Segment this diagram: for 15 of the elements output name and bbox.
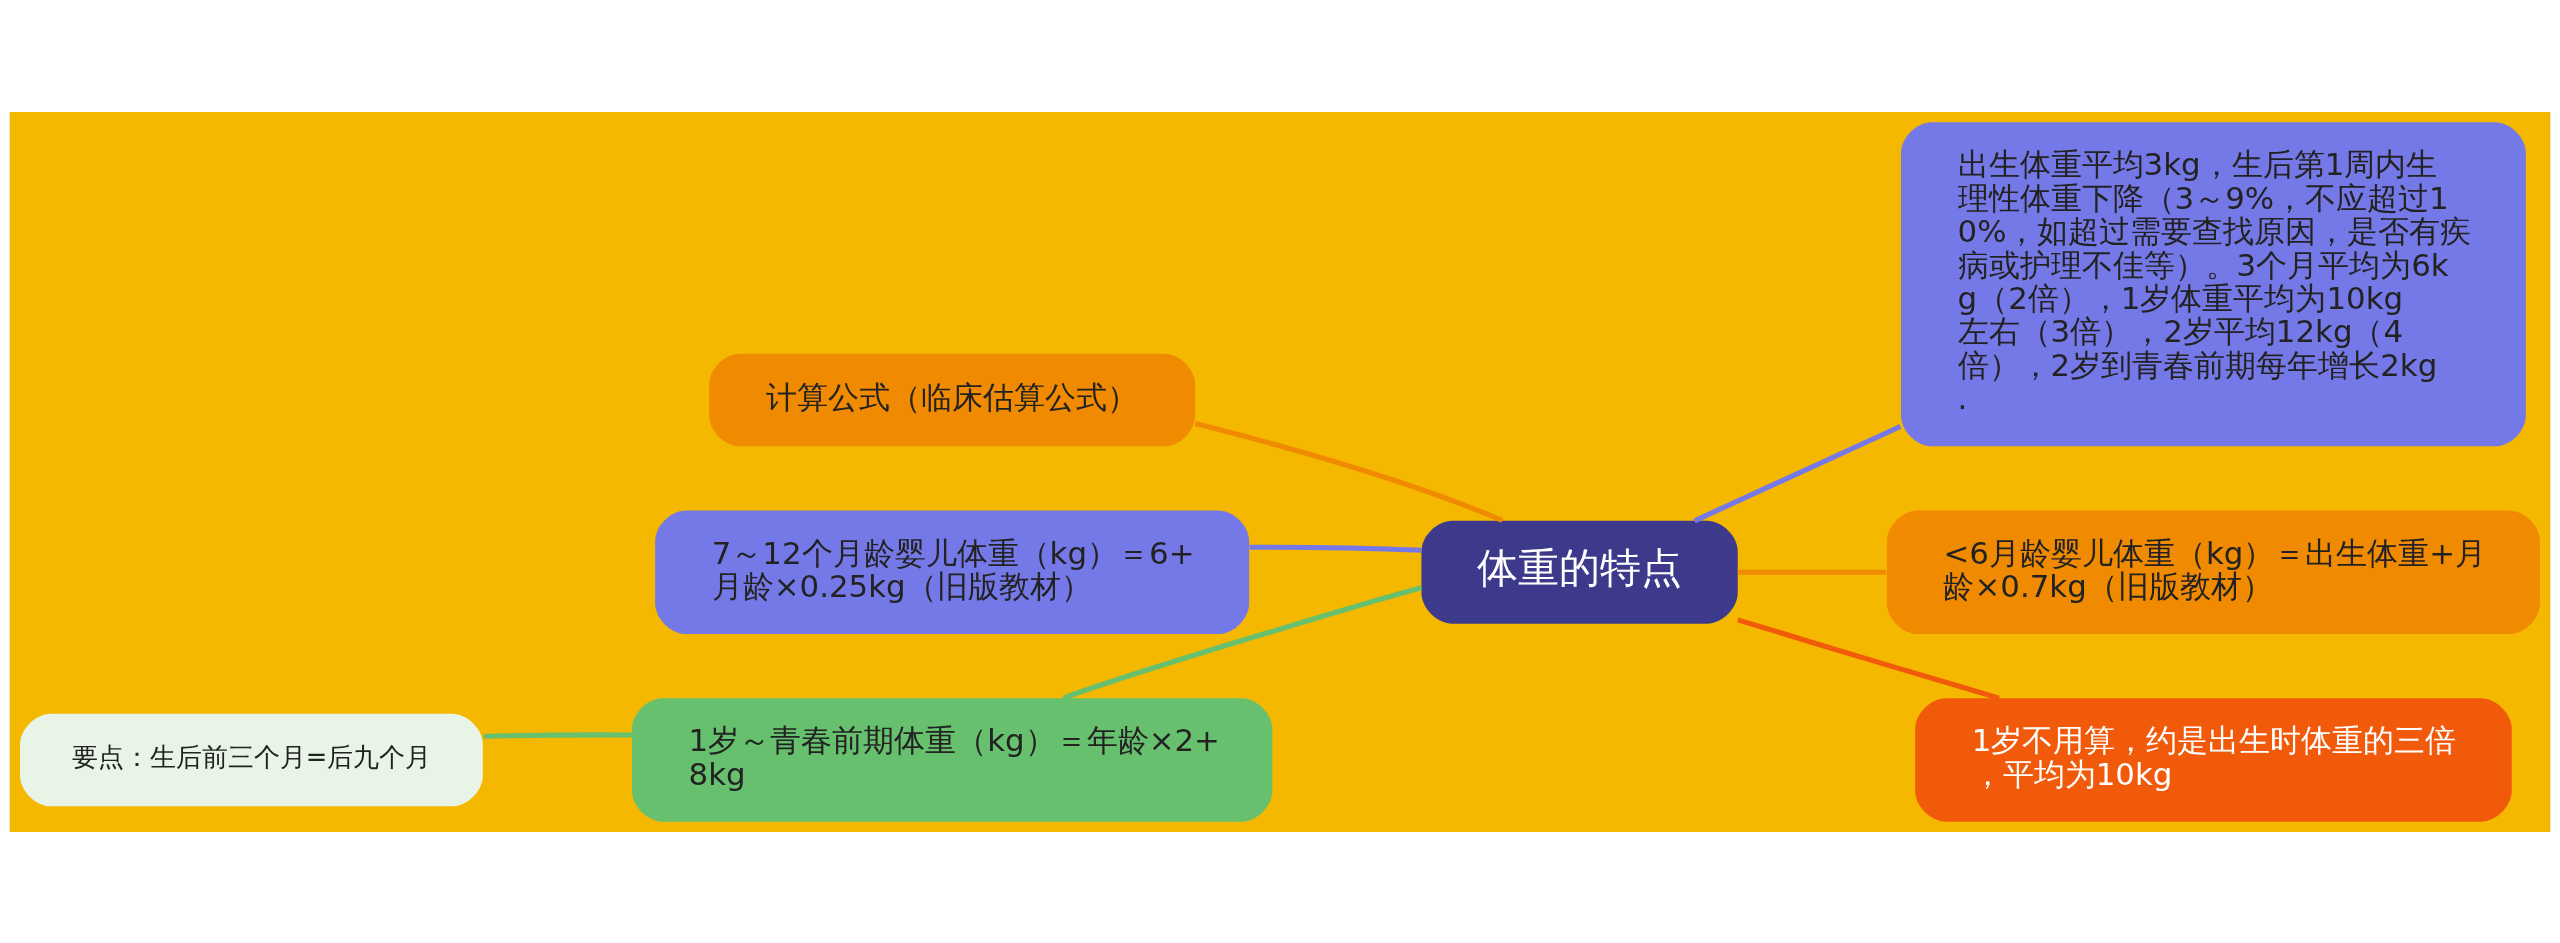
connector xyxy=(1737,616,2000,701)
node-box: 计算公式（临床估算公式） xyxy=(709,353,1196,446)
connector xyxy=(1062,584,1422,700)
connector xyxy=(1693,423,1902,523)
node-box: 体重的特点 xyxy=(1421,520,1738,624)
node-box: 7～12个月龄婴儿体重（kg）＝6+月龄×0.25kg（旧版教材） xyxy=(655,510,1250,634)
connector xyxy=(483,731,632,739)
node-box: 出生体重平均3kg，生后第1周内生理性体重下降（3～9%，不应超过10%，如超过需要查找原因，是否有疾病或护理不佳等）。3个月平均为6kg（2倍），1岁体重平均为10kg左右（3倍），2岁平均12kg（4倍），2岁到青春前期每年增长2kg. xyxy=(1901,121,2526,446)
node-box: 1岁不用算，约是出生时体重的三倍，平均为10kg xyxy=(1915,697,2512,822)
connector xyxy=(1249,544,1422,553)
connector xyxy=(1738,569,1886,575)
node-box: 要点：生后前三个月=后九个月 xyxy=(20,713,483,806)
node-box: <6月龄婴儿体重（kg）＝出生体重+月龄×0.7kg（旧版教材） xyxy=(1886,510,2540,634)
connector xyxy=(1194,420,1504,523)
node-box: 1岁～青春前期体重（kg）＝年龄×2+8kg xyxy=(632,697,1273,822)
